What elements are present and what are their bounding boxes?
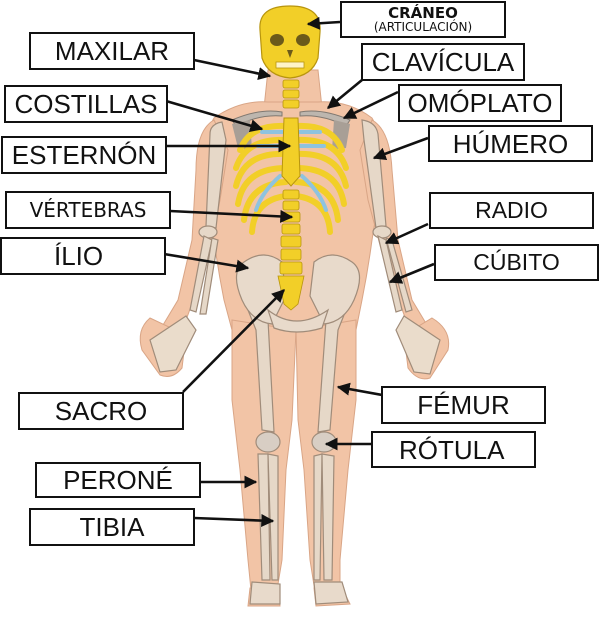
label-ilio: ÍLIO bbox=[0, 237, 166, 275]
label-radio: RADIO bbox=[429, 192, 594, 229]
label-costillas: COSTILLAS bbox=[4, 85, 168, 123]
leader-lines bbox=[163, 16, 435, 528]
label-tibia: TIBIA bbox=[29, 508, 195, 546]
label-humero: HÚMERO bbox=[428, 125, 593, 162]
label-craneo-title: CRÁNEO bbox=[388, 4, 458, 22]
label-craneo: CRÁNEO (ARTICULACIÓN) bbox=[340, 1, 506, 38]
label-omoplato: OMÓPLATO bbox=[398, 84, 562, 122]
label-vertebras: VÉRTEBRAS bbox=[5, 191, 171, 229]
label-craneo-subtitle: (ARTICULACIÓN) bbox=[373, 20, 473, 34]
label-femur: FÉMUR bbox=[381, 386, 546, 424]
label-esternon: ESTERNÓN bbox=[1, 136, 167, 174]
limb-bones bbox=[149, 119, 441, 605]
label-rotula: RÓTULA bbox=[371, 431, 536, 468]
label-clavicula: CLAVÍCULA bbox=[361, 43, 525, 81]
label-sacro: SACRO bbox=[18, 392, 184, 430]
label-maxilar: MAXILAR bbox=[29, 32, 195, 70]
label-cubito: CÚBITO bbox=[434, 244, 599, 281]
label-perone: PERONÉ bbox=[35, 462, 201, 498]
